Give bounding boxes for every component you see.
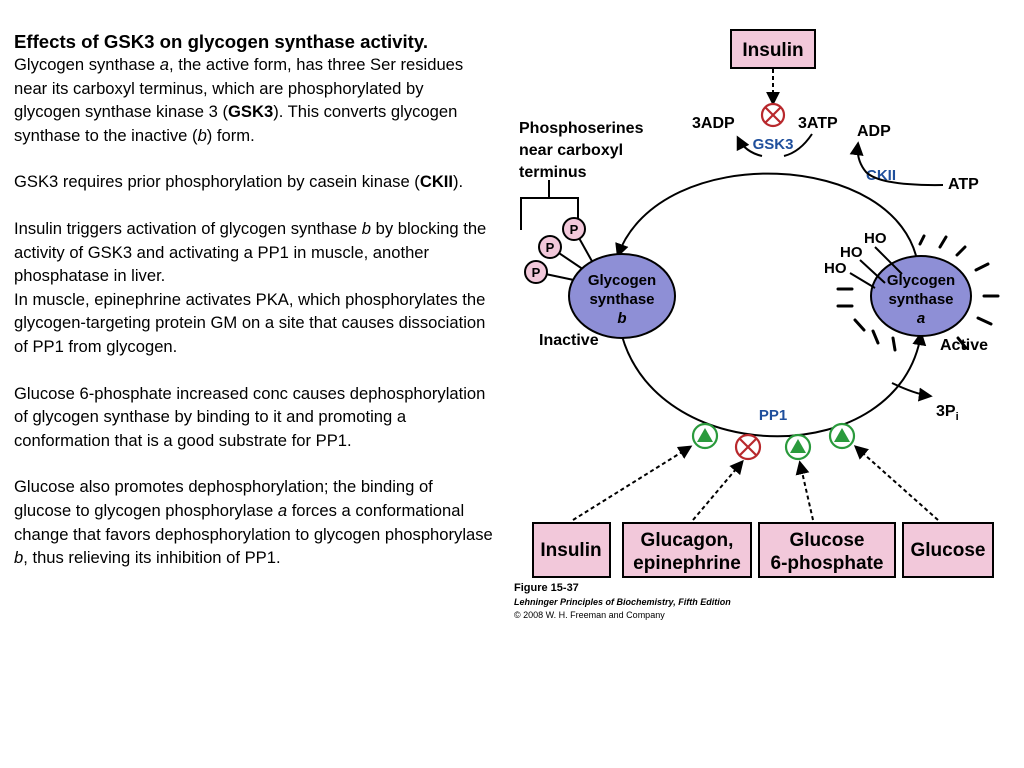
slide-title: Effects of GSK3 on glycogen synthase act… xyxy=(14,31,428,52)
active-rays xyxy=(836,234,1000,352)
glycogen-synthase-a-ellipse xyxy=(870,255,972,337)
phosphoserines-line2: near carboxyl xyxy=(519,142,623,159)
text-panel: Effects of GSK3 on glycogen synthase act… xyxy=(14,30,494,593)
gs-b-line3: b xyxy=(617,310,626,327)
svg-text:P: P xyxy=(570,222,579,237)
adp-label: ADP xyxy=(857,123,891,140)
inactive-label: Inactive xyxy=(539,332,599,349)
ho-label-1: HO xyxy=(864,230,887,247)
paragraph-epinephrine: In muscle, epinephrine activates PKA, wh… xyxy=(14,289,486,356)
insulin-top-box xyxy=(730,29,816,69)
insulin-activation-icon xyxy=(691,422,719,450)
insulin-box: Insulin xyxy=(532,522,611,578)
svg-text:Insulin: Insulin xyxy=(540,540,601,561)
figure-copyright: © 2008 W. H. Freeman and Company xyxy=(514,610,665,620)
gs-b-line2: synthase xyxy=(589,291,654,308)
ckii-label: CKII xyxy=(866,167,896,184)
phosphate-group-2: P xyxy=(538,235,562,259)
three-pi-label: 3Pi xyxy=(936,403,959,423)
three-atp-label: 3ATP xyxy=(798,115,838,132)
cycle-arc-bottom xyxy=(621,331,927,438)
phosphate-group-3: P xyxy=(524,260,548,284)
phosphoserines-line3: terminus xyxy=(519,164,587,181)
three-pi-arrow xyxy=(891,382,933,402)
gsk3-label: GSK3 xyxy=(753,136,794,153)
svg-text:Glucose: Glucose xyxy=(911,540,986,561)
pp1-label: PP1 xyxy=(759,407,787,424)
phosphoserines-bracket xyxy=(520,180,579,230)
glucose-6-phosphate-box: Glucose 6-phosphate xyxy=(758,522,896,578)
paragraph-glucose: Glucose also promotes dephosphorylation;… xyxy=(14,477,493,568)
phosphoserines-line1: Phosphoserines xyxy=(519,120,644,137)
gs-a-line1: Glycogen xyxy=(887,272,955,289)
paragraph-gsk3: Glycogen synthase a, the active form, ha… xyxy=(14,55,464,145)
svg-text:epinephrine: epinephrine xyxy=(633,553,741,574)
figure-book: Lehninger Principles of Biochemistry, Fi… xyxy=(514,597,731,607)
paragraph-ckii: GSK3 requires prior phosphorylation by c… xyxy=(14,172,464,192)
svg-text:Glucose: Glucose xyxy=(790,530,865,551)
gsk3-pathway-diagram: Insulin 3ADP 3ATP GSK3 ADP CKII ATP Phos… xyxy=(514,29,1000,620)
gsk3-atp-curve xyxy=(783,133,813,157)
g6p-activation-icon xyxy=(784,433,812,461)
svg-text:Glucagon,: Glucagon, xyxy=(641,530,734,551)
glucagon-inhibition-icon xyxy=(734,433,762,461)
svg-text:P: P xyxy=(546,240,555,255)
glucose-activation-icon xyxy=(828,422,856,450)
gs-b-line1: Glycogen xyxy=(588,272,656,289)
gsk3-adp-curve xyxy=(736,135,763,157)
phosphate-group-1: P xyxy=(562,217,586,241)
svg-text:P: P xyxy=(532,265,541,280)
atp-label: ATP xyxy=(948,176,979,193)
insulin-top-label: Insulin xyxy=(742,40,803,61)
paragraph-insulin: Insulin triggers activation of glycogen … xyxy=(14,218,487,286)
svg-text:6-phosphate: 6-phosphate xyxy=(771,553,884,574)
glucose-box: Glucose xyxy=(902,522,994,578)
three-adp-label: 3ADP xyxy=(692,115,735,132)
gs-a-line3: a xyxy=(917,310,925,327)
ho-label-3: HO xyxy=(824,260,847,277)
cycle-arc-top xyxy=(615,172,919,266)
gs-a-line2: synthase xyxy=(888,291,953,308)
paragraph-glucose-6-phosphate: Glucose 6-phosphate increased conc cause… xyxy=(14,383,486,450)
ho-label-2: HO xyxy=(840,244,863,261)
figure-number: Figure 15-37 xyxy=(514,582,579,594)
regulator-arrows xyxy=(572,445,939,521)
glucagon-epinephrine-box: Glucagon, epinephrine xyxy=(622,522,752,578)
gsk3-inhibition-icon xyxy=(760,102,786,128)
ckii-arrow xyxy=(849,141,944,187)
glycogen-synthase-b-ellipse xyxy=(568,253,676,339)
